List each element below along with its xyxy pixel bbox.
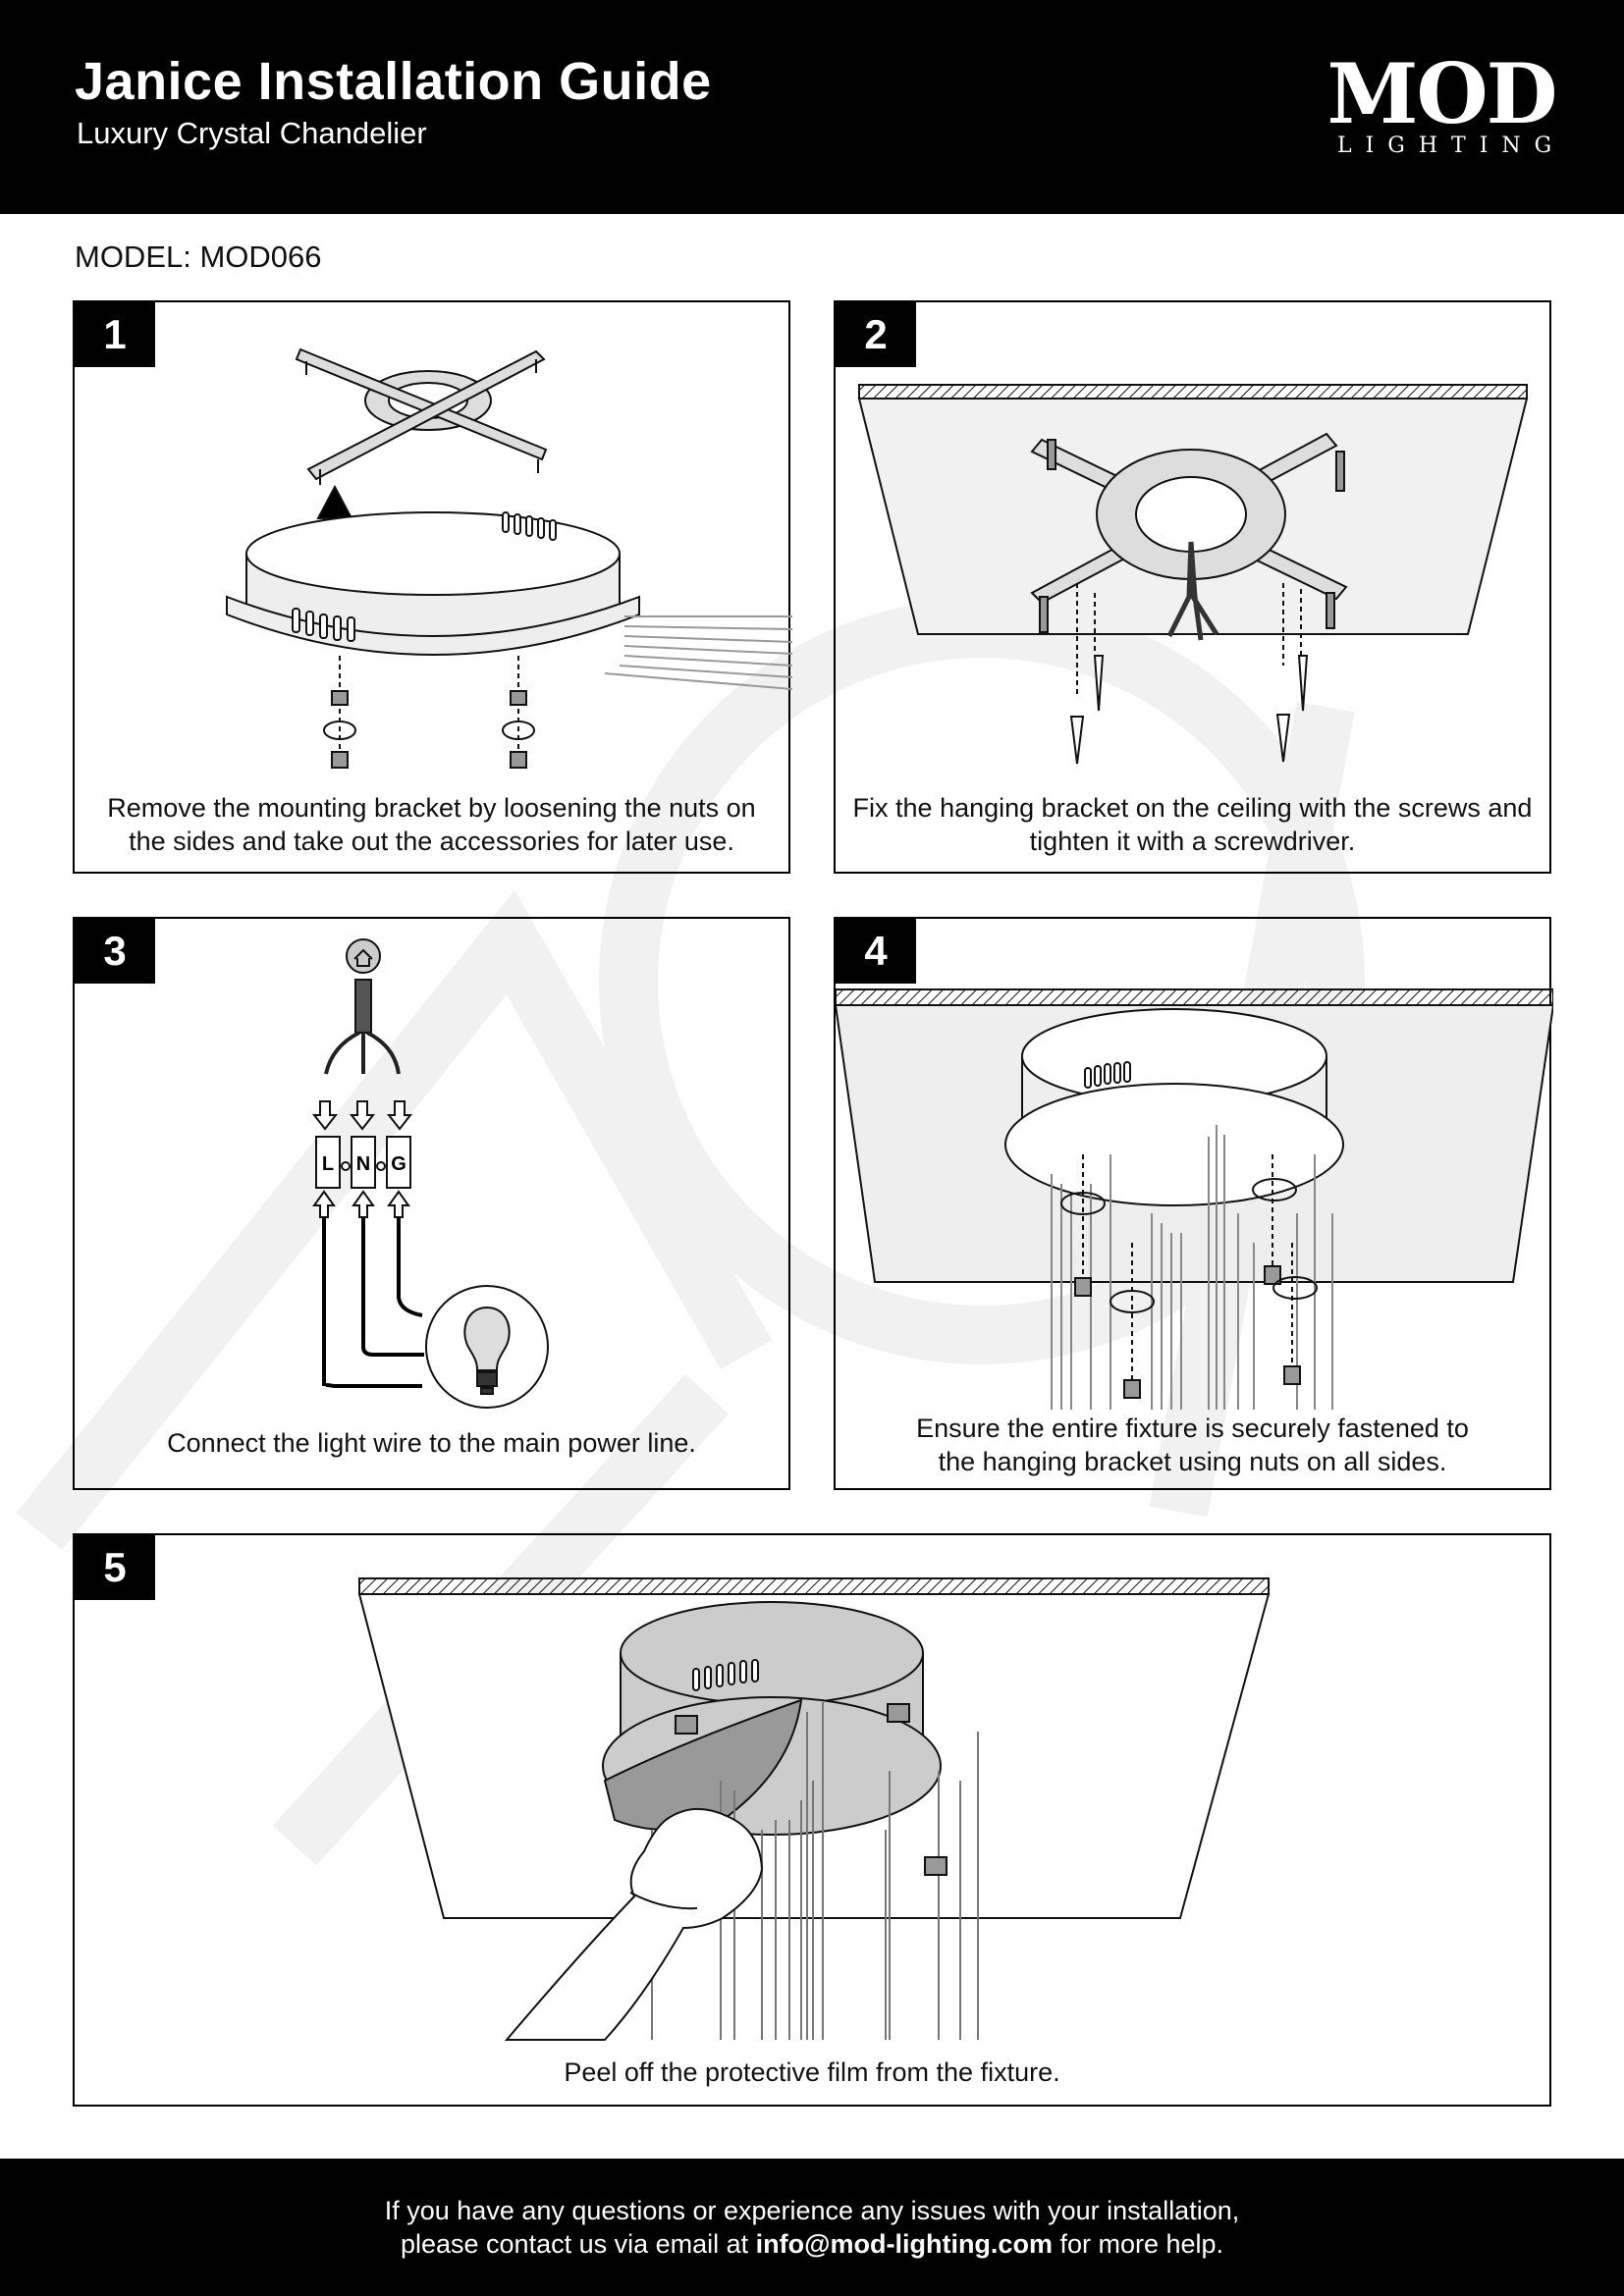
screw-icon (1069, 655, 1309, 765)
caption-line: Fix the hanging bracket on the ceiling w… (852, 793, 1533, 823)
footer-line-1: If you have any questions or experience … (384, 2196, 1240, 2225)
wire-label-n: N (356, 1153, 370, 1175)
canopy-icon (226, 511, 640, 656)
caption-line: tighten it with a screwdriver. (1029, 827, 1356, 856)
model-number: MODEL: MOD066 (75, 240, 322, 274)
rotate-icon (1060, 1178, 1318, 1313)
caption-line: Remove the mounting bracket by loosening… (107, 793, 756, 823)
step-4-caption: Ensure the entire fixture is securely fa… (845, 1412, 1540, 1478)
caption-line: Connect the light wire to the main power… (167, 1428, 696, 1458)
caption-line: the sides and take out the accessories f… (129, 827, 734, 856)
ceiling-hatch (858, 384, 1528, 400)
arrow-down-icon (311, 1100, 413, 1218)
step-2-illustration (857, 384, 1529, 765)
nut-icon (1074, 1265, 1301, 1399)
step-number: 1 (75, 302, 155, 367)
logo-wordmark: MOD (1326, 45, 1558, 142)
ceiling-hatch (358, 1577, 1270, 1595)
hanging-bracket-icon (1030, 432, 1348, 633)
nut-icon (675, 1703, 947, 1876)
mounting-bracket-icon (295, 347, 548, 485)
step-5-panel: 5 Peel off the protective film from the … (73, 1533, 1551, 2107)
step-5-illustration (357, 1577, 1271, 2041)
power-wires (1166, 541, 1219, 641)
logo-tagline: LIGHTING (1337, 133, 1566, 158)
footer-text: for more help. (1052, 2229, 1224, 2259)
page-title: Janice Installation Guide (75, 52, 712, 111)
step-2-panel: 2 Fix the hanging bracket on the ceiling… (834, 300, 1551, 874)
step-number: 3 (75, 919, 155, 984)
caption-line: Ensure the entire fixture is securely fa… (916, 1414, 1469, 1443)
step-3-panel: L N G 3 Connect the light wire to the ma… (73, 917, 790, 1490)
step-4-panel: 4 Ensure the entire fixture is securely … (834, 917, 1553, 1490)
ceiling-hatch (836, 988, 1553, 1006)
step-1-caption: Remove the mounting bracket by loosening… (84, 791, 779, 858)
wire-label-g: G (391, 1153, 406, 1175)
nut-icon (323, 656, 535, 769)
step-4-illustration (836, 988, 1553, 1410)
page-subtitle: Luxury Crystal Chandelier (77, 116, 427, 150)
caption-line: Peel off the protective film from the fi… (564, 2057, 1060, 2087)
caption-line: the hanging bracket using nuts on all si… (938, 1447, 1447, 1476)
step-2-caption: Fix the hanging bracket on the ceiling w… (845, 791, 1540, 858)
step-3-caption: Connect the light wire to the main power… (84, 1426, 779, 1460)
home-icon (346, 938, 381, 974)
footer-text: please contact us via email at (400, 2229, 756, 2259)
page-footer: If you have any questions or experience … (0, 2159, 1624, 2296)
support-email-link[interactable]: info@mod-lighting.com (755, 2229, 1053, 2259)
step-number: 2 (836, 302, 916, 367)
footer-line-2: please contact us via email at info@mod-… (0, 2227, 1624, 2261)
step-3-illustration: L N G (311, 938, 549, 1409)
step-5-caption: Peel off the protective film from the fi… (84, 2056, 1540, 2089)
rotate-icon (323, 721, 356, 740)
main-power-cable (354, 979, 372, 1034)
step-1-panel: 1 Remove the mounting bracket by looseni… (73, 300, 792, 874)
step-1-illustration (226, 347, 792, 769)
page-header: Janice Installation Guide Luxury Crystal… (0, 0, 1624, 214)
wire-label-l: L (322, 1153, 334, 1175)
hand-icon (504, 1807, 764, 2041)
step-number: 5 (75, 1535, 155, 1600)
step-number: 4 (836, 919, 916, 984)
light-bulb-icon (463, 1306, 511, 1395)
brand-logo: MOD LIGHTING (1324, 45, 1566, 159)
